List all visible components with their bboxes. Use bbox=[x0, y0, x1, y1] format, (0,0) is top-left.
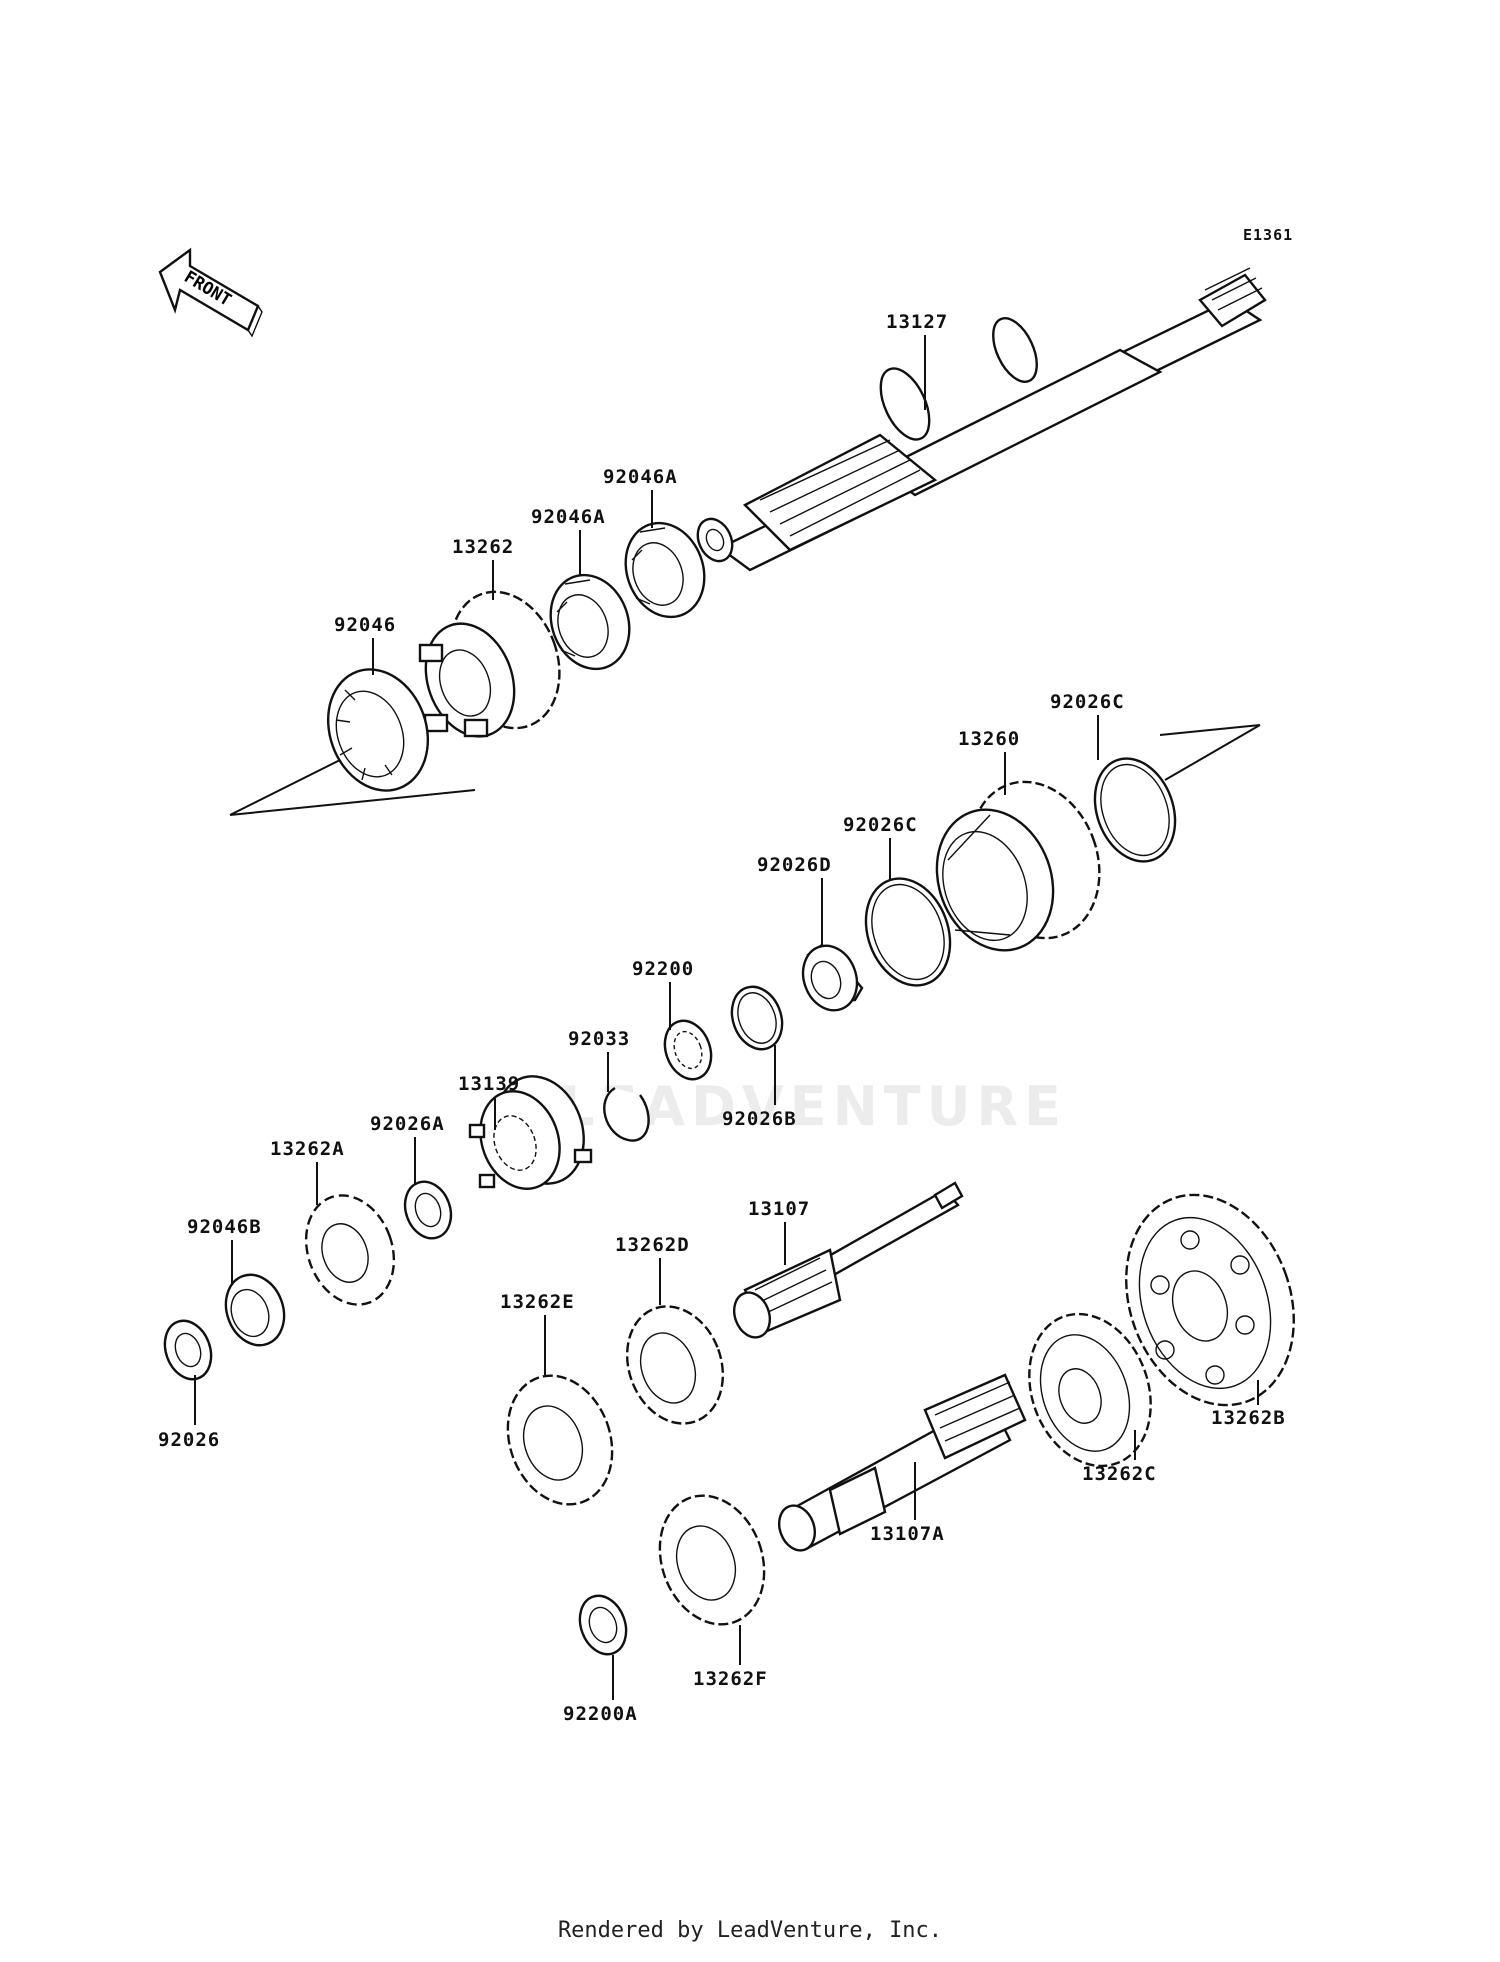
label-13107: 13107 bbox=[748, 1198, 810, 1220]
label-92200A: 92200A bbox=[563, 1703, 638, 1725]
gear-13262 bbox=[418, 590, 561, 738]
label-92026: 92026 bbox=[158, 1429, 220, 1451]
label-13262C: 13262C bbox=[1082, 1463, 1157, 1485]
main-shaft-13127 bbox=[696, 267, 1267, 572]
label-13260: 13260 bbox=[958, 728, 1020, 750]
needle-bearing-92046A-upper bbox=[624, 521, 706, 619]
label-92200: 92200 bbox=[632, 958, 694, 980]
front-arrow-icon: FRONT bbox=[158, 247, 263, 338]
label-13262: 13262 bbox=[452, 536, 514, 558]
label-92026C-left: 92026C bbox=[843, 814, 918, 836]
gear-13262F bbox=[658, 1494, 766, 1626]
gear-13260 bbox=[935, 780, 1101, 952]
needle-bearing-92046 bbox=[326, 668, 430, 792]
ring-92026C-left bbox=[864, 877, 952, 987]
label-92033: 92033 bbox=[568, 1028, 630, 1050]
label-92046: 92046 bbox=[334, 614, 396, 636]
leader-lines bbox=[194, 335, 1259, 1700]
label-92026C-right: 92026C bbox=[1050, 691, 1125, 713]
needle-bearing-92046A-lower bbox=[549, 573, 631, 671]
shaft-13107A bbox=[777, 1373, 1027, 1552]
label-13127: 13127 bbox=[886, 311, 948, 333]
credit-text: Rendered by LeadVenture, Inc. bbox=[557, 1918, 943, 1943]
label-13262B: 13262B bbox=[1211, 1407, 1286, 1429]
washer-92026 bbox=[163, 1319, 213, 1381]
gear-13262A bbox=[304, 1194, 396, 1306]
label-13139: 13139 bbox=[458, 1073, 520, 1095]
gear-13262E bbox=[506, 1374, 614, 1506]
ring-92026B bbox=[730, 985, 784, 1051]
gear-13262B bbox=[1125, 1193, 1295, 1407]
label-13262F: 13262F bbox=[693, 1668, 768, 1690]
washer-92026A bbox=[403, 1180, 453, 1240]
bracket-line-left bbox=[229, 759, 476, 816]
shaft-13107 bbox=[732, 1181, 964, 1339]
washer-92200A bbox=[578, 1594, 628, 1656]
label-92026D: 92026D bbox=[757, 854, 832, 876]
label-92026B: 92026B bbox=[722, 1108, 797, 1130]
bracket-line-right bbox=[1159, 724, 1261, 781]
label-13262E: 13262E bbox=[500, 1291, 575, 1313]
label-92046A-lower: 92046A bbox=[531, 506, 606, 528]
gear-13262D bbox=[625, 1305, 725, 1425]
hub-13139 bbox=[468, 1075, 593, 1190]
gear-13262C bbox=[1028, 1312, 1152, 1468]
label-92046A-upper: 92046A bbox=[603, 466, 678, 488]
label-13262D: 13262D bbox=[615, 1234, 690, 1256]
lock-washer-92026D bbox=[801, 943, 864, 1012]
circlip-92033 bbox=[603, 1086, 650, 1142]
label-13262A: 13262A bbox=[270, 1138, 345, 1160]
ring-92026C-right bbox=[1093, 757, 1177, 863]
splined-washer-92200 bbox=[663, 1019, 713, 1081]
label-13107A: 13107A bbox=[870, 1523, 945, 1545]
diagram-code: E1361 bbox=[1243, 226, 1293, 244]
label-92046B: 92046B bbox=[187, 1216, 262, 1238]
needle-bearing-92046B bbox=[224, 1273, 286, 1347]
label-92026A: 92026A bbox=[370, 1113, 445, 1135]
